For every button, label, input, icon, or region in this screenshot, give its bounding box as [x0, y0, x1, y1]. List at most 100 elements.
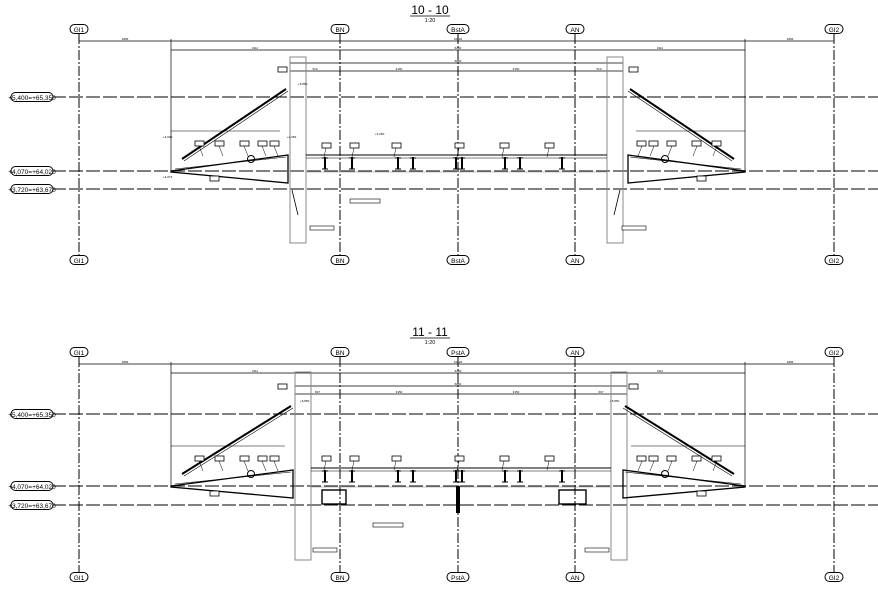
- axis-label-top-GI1: GI1: [74, 350, 85, 357]
- axis-label-bottom-PstA: PstA: [451, 575, 465, 582]
- dim-text: 3111: [657, 46, 664, 50]
- leader-line: [712, 460, 718, 472]
- elevation-mark: +5,850: [298, 82, 308, 86]
- diagonal-strut: [181, 405, 292, 475]
- callout-tag: [349, 455, 360, 462]
- bracket-line: [613, 189, 621, 216]
- callout-tag: [239, 455, 250, 462]
- leader-line: [243, 145, 249, 157]
- diagonal-strut: [181, 88, 287, 160]
- leader-line: [456, 460, 460, 471]
- section-scale: 1:20: [425, 18, 436, 24]
- dim-text: 1866: [122, 360, 129, 364]
- axis-label-top-GI2-bubble: [824, 24, 844, 34]
- girder-inner-line: [629, 156, 742, 170]
- axis-label-bottom-GI1-bubble: [69, 572, 89, 582]
- leader-line: [546, 147, 550, 158]
- leader-line: [393, 460, 397, 471]
- level-label: +5,400=+65,350: [8, 95, 56, 102]
- leader-line: [637, 460, 643, 472]
- level-label: +4,070=+64,020: [8, 484, 56, 491]
- dim-text: 3111: [252, 46, 259, 50]
- callout-tag: [269, 140, 280, 147]
- callout-tag: [666, 140, 677, 147]
- cantilever-girder: [170, 469, 294, 499]
- axis-label-top-BN-bubble: [330, 24, 350, 34]
- girder-inner-line: [174, 471, 292, 485]
- axis-label-top-GI2: GI2: [829, 350, 840, 357]
- dim-text: 3111: [657, 369, 664, 373]
- right-cantilever: [622, 383, 746, 499]
- leader-line: [692, 460, 698, 472]
- axis-label-bottom-AN-bubble: [565, 572, 585, 582]
- callout-tag: [321, 455, 332, 462]
- callout-tag: [239, 140, 250, 147]
- callout-tag: [454, 455, 465, 462]
- dim-text: 3111: [252, 369, 259, 373]
- dim-text: 1866: [787, 37, 794, 41]
- dim-text: 510: [596, 67, 601, 71]
- axis-label-bottom-BstA: BstA: [451, 258, 465, 265]
- callout-tag: [349, 142, 360, 149]
- leader-line: [712, 145, 718, 157]
- column-outline: [610, 371, 628, 561]
- callout-tag: [691, 455, 702, 462]
- level-label-bubble: [10, 481, 54, 491]
- callout-tag: [648, 455, 659, 462]
- section-title: 10 - 10: [411, 3, 449, 17]
- leader-line: [649, 460, 655, 472]
- axis-label-bottom-BN: BN: [335, 258, 344, 265]
- diagonal-strut: [627, 90, 733, 162]
- callout-tag: [628, 383, 639, 390]
- elevation-mark: +4,250: [375, 132, 385, 136]
- cantilever-girder: [627, 154, 746, 184]
- dim-text: 1866: [122, 37, 129, 41]
- callout-tag: [711, 140, 722, 147]
- leader-line: [351, 460, 355, 471]
- elevation-mark: +4,600: [163, 135, 173, 139]
- callout-tag: [257, 140, 268, 147]
- level-label-bubble: [10, 409, 54, 419]
- girder-inner-line: [624, 471, 742, 485]
- level-label: +3,720=+63,670: [8, 187, 56, 194]
- callout-tag: [257, 455, 268, 462]
- axis-label-bottom-BN: BN: [335, 575, 344, 582]
- leader-line: [546, 460, 550, 471]
- axis-label-bottom-GI2-bubble: [824, 572, 844, 582]
- axis-label-bottom-AN: AN: [570, 575, 579, 582]
- dim-text: 6850: [455, 382, 462, 386]
- axis-label-bottom-AN: AN: [570, 258, 579, 265]
- leader-line: [273, 145, 279, 157]
- level-label: +5,400=+65,350: [8, 412, 56, 419]
- axis-label-bottom-BN-bubble: [330, 572, 350, 582]
- axis-label-top-BN: BN: [335, 350, 344, 357]
- dim-text: 3150: [513, 67, 520, 71]
- dim-text: 10622: [454, 360, 463, 364]
- left-cantilever: [170, 66, 289, 184]
- leader-line: [692, 145, 698, 157]
- axis-label-bottom-GI2-bubble: [824, 255, 844, 265]
- dim-text: 10622: [454, 37, 463, 41]
- diagonal-strut: [183, 407, 294, 477]
- cantilever-girder: [622, 469, 746, 499]
- girder-inner-line: [174, 156, 287, 170]
- diagonal-strut: [622, 407, 733, 477]
- leader-line: [273, 460, 279, 472]
- dim-text: 3150: [396, 390, 403, 394]
- leader-line: [667, 460, 673, 472]
- leader-line: [667, 145, 673, 157]
- axis-label-bottom-BstA-bubble: [446, 255, 470, 265]
- dim-text: 697: [315, 390, 320, 394]
- callout-tag: [454, 142, 465, 149]
- axis-label-bottom-GI1: GI1: [74, 258, 85, 265]
- axis-label-bottom-AN-bubble: [565, 255, 585, 265]
- dim-text: 3150: [513, 390, 520, 394]
- callout-tag: [666, 455, 677, 462]
- elevation-mark: +4,382: [287, 135, 297, 139]
- axis-label-bottom-GI1: GI1: [74, 575, 85, 582]
- column-outline: [289, 56, 307, 244]
- axis-label-top-AN-bubble: [565, 347, 585, 357]
- axis-label-top-AN: AN: [570, 350, 579, 357]
- axis-label-top-AN-bubble: [565, 24, 585, 34]
- dim-text: 697: [598, 390, 603, 394]
